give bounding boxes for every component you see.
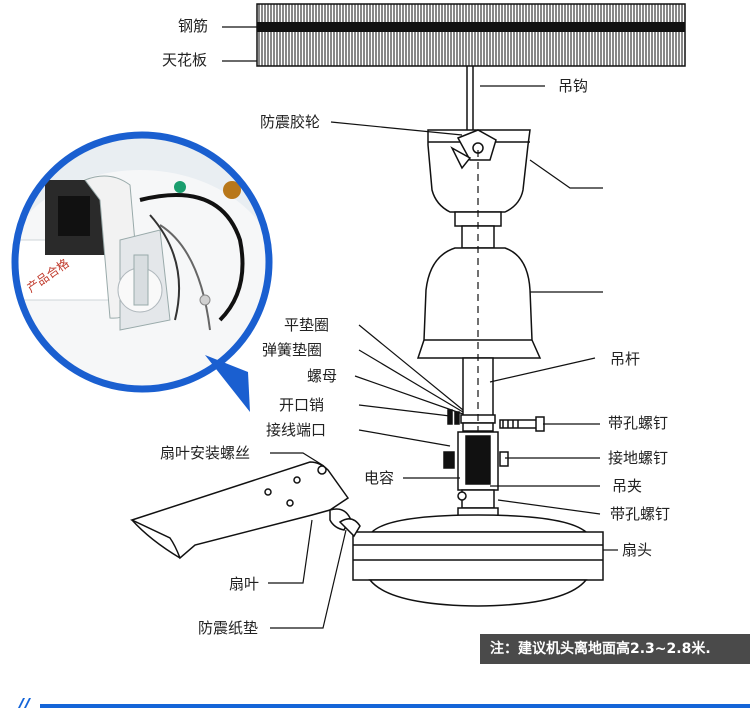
label-hole-screw-bottom: 带孔螺钉 xyxy=(610,505,671,523)
label-cotter-pin: 开口销 xyxy=(279,396,325,414)
label-ground-screw: 接地螺钉 xyxy=(608,449,669,467)
label-terminal: 接线端口 xyxy=(266,421,327,439)
label-spring-washer: 弹簧垫圈 xyxy=(262,341,323,359)
label-nut: 螺母 xyxy=(307,367,338,385)
label-blade: 扇叶 xyxy=(229,575,260,593)
bottom-bar-marker xyxy=(18,698,31,708)
hole-screw-top xyxy=(499,416,545,432)
label-rebar: 钢筋 xyxy=(178,17,209,35)
bottom-blue-bar xyxy=(40,704,750,708)
label-clamp: 吊夹 xyxy=(612,477,643,495)
label-flat-washer: 平垫圈 xyxy=(284,316,330,334)
label-fan-head: 扇头 xyxy=(622,541,653,559)
label-rubber-wheel: 防震胶轮 xyxy=(260,113,321,131)
hanging-clamp xyxy=(443,431,509,509)
label-ceiling: 天花板 xyxy=(162,51,208,69)
label-hook: 吊钩 xyxy=(558,77,589,95)
label-capacitor: 电容 xyxy=(364,469,395,487)
label-rod: 吊杆 xyxy=(610,350,641,368)
ceiling-block xyxy=(256,3,686,67)
label-hole-screw-top: 带孔螺钉 xyxy=(608,414,669,432)
label-blade-screw: 扇叶安装螺丝 xyxy=(160,444,251,462)
fan-blade xyxy=(129,461,361,560)
upper-canopy xyxy=(427,129,531,249)
fan-head-body xyxy=(352,507,604,607)
label-paper-pad: 防震纸垫 xyxy=(198,619,259,637)
leader-lines xyxy=(222,26,618,629)
height-note: 注：建议机头离地面高2.3~2.8米. xyxy=(480,634,750,664)
hook-rod xyxy=(466,66,474,130)
zoom-inset: 产品合格 xyxy=(11,131,273,412)
lower-canopy xyxy=(416,247,542,359)
